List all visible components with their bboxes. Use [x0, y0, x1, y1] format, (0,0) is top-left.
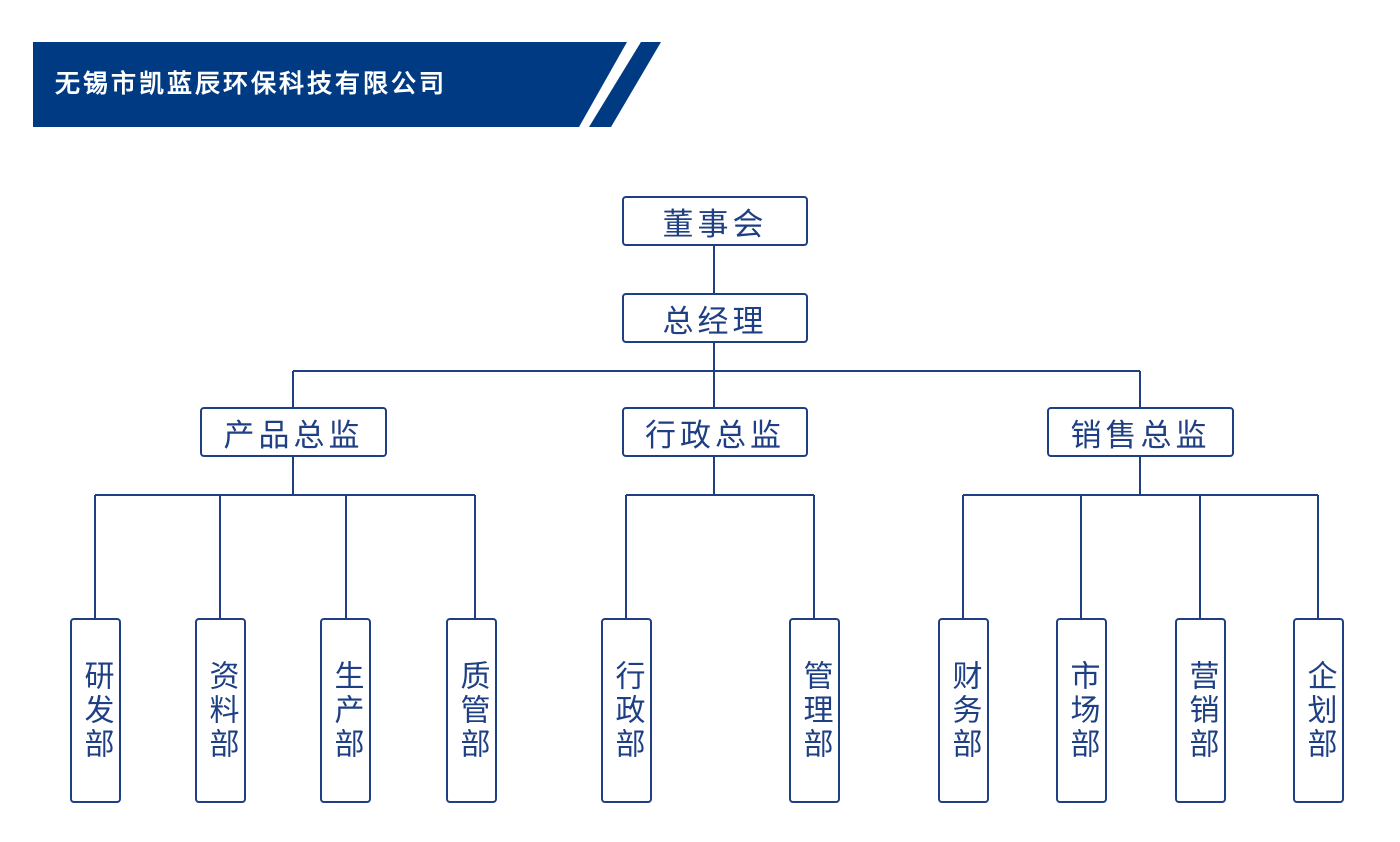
department-node-quality: 质管部	[446, 618, 497, 803]
department-node-administration: 行政部	[601, 618, 652, 803]
department-node-finance: 财务部	[938, 618, 989, 803]
header-banner: 无锡市凯蓝辰环保科技有限公司	[33, 42, 661, 127]
banner-shape	[33, 42, 661, 127]
company-name: 无锡市凯蓝辰环保科技有限公司	[55, 69, 448, 98]
director-node-product: 产品总监	[200, 407, 387, 457]
director-node-admin: 行政总监	[622, 407, 808, 457]
general-manager-node: 总经理	[622, 293, 808, 343]
department-node-management: 管理部	[789, 618, 840, 803]
department-node-documents: 资料部	[195, 618, 246, 803]
department-node-production: 生产部	[320, 618, 371, 803]
board-node: 董事会	[622, 196, 808, 246]
director-node-sales: 销售总监	[1047, 407, 1234, 457]
department-node-rd: 研发部	[70, 618, 121, 803]
department-node-planning: 企划部	[1293, 618, 1344, 803]
department-node-marketing: 营销部	[1175, 618, 1226, 803]
department-node-market: 市场部	[1056, 618, 1107, 803]
